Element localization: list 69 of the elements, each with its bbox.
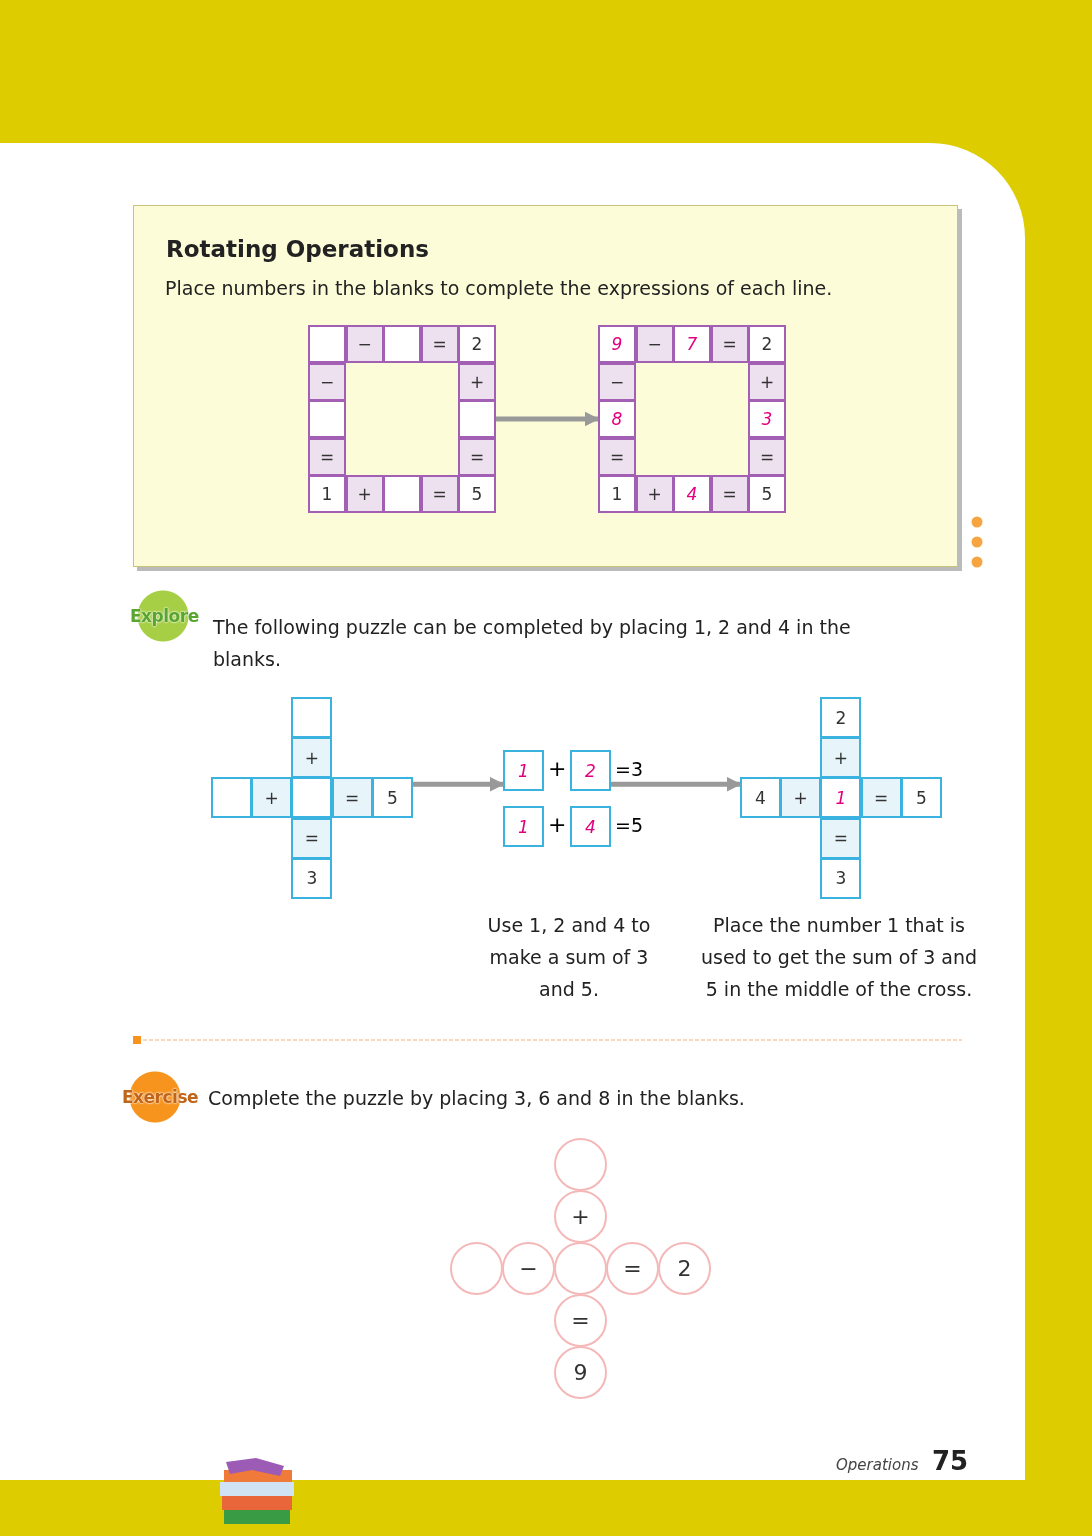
grid-cell: 5 <box>458 475 496 513</box>
grid-cell: 3 <box>748 400 786 438</box>
grid-cell: 4 <box>570 806 611 847</box>
caption-text: Use 1, 2 and 4 to make a sum of 3 and 5. <box>486 913 652 1002</box>
grid-cell: 2 <box>458 325 496 363</box>
instruction-text: Complete the puzzle by placing 3, 6 and 8 in the blanks. <box>208 1086 745 1111</box>
grid-cell: − <box>308 362 346 401</box>
grid-cell: = <box>331 777 373 819</box>
grid-cell: = <box>598 437 636 476</box>
grid-cell: + <box>635 475 674 513</box>
grid-cell: = <box>458 437 496 476</box>
blank-cell <box>291 697 333 738</box>
grid-cell: 1 <box>598 475 636 513</box>
grid-cell: 3 <box>291 857 333 899</box>
blank-cell <box>211 777 252 819</box>
grid-cell: + <box>820 737 862 779</box>
grid-cell: = <box>420 325 459 363</box>
grid-cell: + <box>251 777 293 819</box>
grid-cell: 9 <box>598 325 636 363</box>
grid-cell: 5 <box>371 777 413 819</box>
arrow <box>496 411 600 427</box>
grid-cell: 3 <box>820 857 862 899</box>
operator-text: + <box>548 756 567 781</box>
grid-cell: + <box>458 362 496 401</box>
grid-cell: − <box>598 362 636 401</box>
arrow <box>611 776 742 792</box>
footer-text: Operations <box>836 1456 919 1474</box>
grid-cell: = <box>710 475 749 513</box>
grid-cell: 4 <box>673 475 711 513</box>
grid-cell: 2 <box>820 697 862 738</box>
blank-cell <box>458 400 496 438</box>
equation-text: =3 <box>615 758 643 780</box>
grid-cell: 7 <box>673 325 711 363</box>
blank-cell <box>308 400 346 438</box>
instruction-text: The following puzzle can be completed by placing 1, 2 and 4 in the blanks. <box>213 615 852 672</box>
equation-text: =5 <box>615 814 643 836</box>
blank-cell <box>291 777 333 819</box>
grid-cell: 5 <box>748 475 786 513</box>
grid-cell: 8 <box>598 400 636 438</box>
grid-cell: 2 <box>570 750 611 791</box>
grid-cell: 2 <box>748 325 786 363</box>
grid-cell: 1 <box>308 475 346 513</box>
grid-cell: = <box>820 817 862 859</box>
blank-cell <box>383 325 421 363</box>
grid-cell: 1 <box>503 806 544 847</box>
page-number: 75 <box>932 1446 969 1476</box>
grid-cell: = <box>710 325 749 363</box>
panel-heading: Rotating Operations <box>166 236 429 262</box>
arrow <box>412 776 505 792</box>
grid-cell: 1 <box>503 750 544 791</box>
grid-cell: 4 <box>740 777 781 819</box>
blank-cell <box>383 475 421 513</box>
grid-cell: = <box>748 437 786 476</box>
grid-cell: + <box>780 777 822 819</box>
grid-cell: = <box>308 437 346 476</box>
grid-cell: − <box>635 325 674 363</box>
instruction-text: Place numbers in the blanks to complete the expressions of each line. <box>165 276 833 301</box>
grid-cell: = <box>860 777 902 819</box>
grid-cell: + <box>291 737 333 779</box>
grid-cell: + <box>748 362 786 401</box>
grid-cell: 1 <box>820 777 862 819</box>
blank-cell <box>308 325 346 363</box>
caption-text: Place the number 1 that is used to get the sum of 3 and 5 in the middle of the cross. <box>700 913 978 1002</box>
grid-cell: 5 <box>900 777 942 819</box>
grid-cell: = <box>291 817 333 859</box>
grid-cell: + <box>345 475 384 513</box>
operator-text: + <box>548 812 567 837</box>
grid-cell: − <box>345 325 384 363</box>
grid-cell: = <box>420 475 459 513</box>
